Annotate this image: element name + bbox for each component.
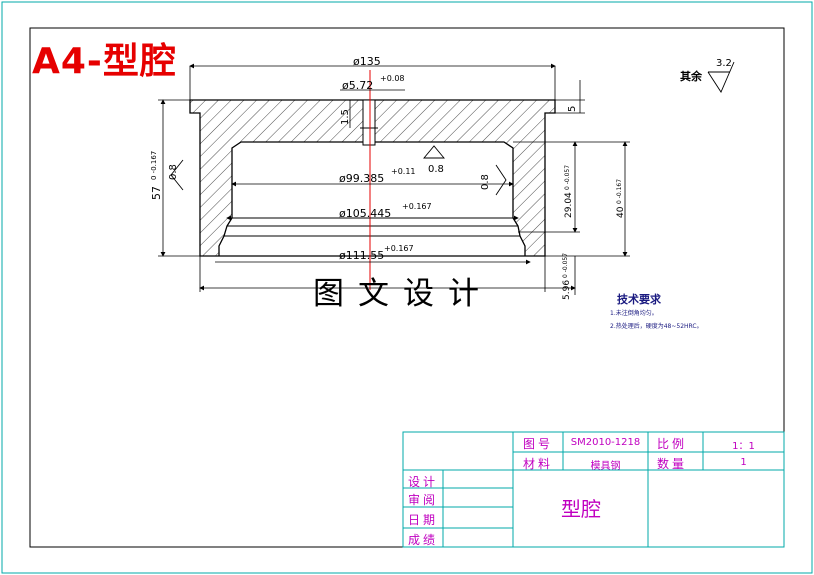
dim-d99-385: ø99.385 <box>339 172 385 185</box>
tb-drawing-no-label: 图号 <box>523 437 554 451</box>
sheet-title: A4-型腔 <box>32 41 177 82</box>
dim-d135: ø135 <box>353 55 381 68</box>
tb-quantity: 1 <box>740 457 747 468</box>
tb-date-label: 日期 <box>408 513 439 527</box>
dim-d105-445: ø105.445 <box>339 207 392 220</box>
dim-d105-445-tol: +0.167 <box>402 202 432 211</box>
tb-review-label: 审阅 <box>408 493 439 507</box>
tb-material-label: 材料 <box>523 457 554 471</box>
tb-part-name: 型腔 <box>561 497 601 521</box>
dim-h29-04-tol: 0 -0.057 <box>564 164 571 190</box>
tb-scale-label: 比例 <box>657 437 688 451</box>
surface-finish-symbols <box>170 61 735 196</box>
rest-roughness-value: 3.2 <box>716 58 732 69</box>
tb-material: 模具钢 <box>590 461 621 472</box>
title-block-grid <box>402 431 785 548</box>
dim-h57-tol: 0 -0.167 <box>150 150 158 180</box>
dim-h5-96-tol: 0 -0.057 <box>562 252 569 278</box>
dim-h5: 5 <box>567 105 578 112</box>
cavity-step-lines <box>224 217 520 237</box>
tech-requirement-item: 1.未注倒角均匀。 <box>610 310 658 317</box>
dim-h5-96: 5.96 <box>562 279 572 300</box>
tb-design-label: 设计 <box>408 475 439 489</box>
dim-d111-55: ø111.55 <box>339 249 385 262</box>
tb-grade-label: 成绩 <box>408 533 439 547</box>
dimension-lines <box>158 63 630 295</box>
dim-h40-tol: 0 -0.167 <box>616 178 623 204</box>
dim-d5-72: ø5.72 <box>342 79 374 92</box>
gate-hole <box>362 99 376 146</box>
dim-h40: 40 <box>616 206 626 218</box>
tb-scale: 1：1 <box>732 441 755 452</box>
dim-d99-385-tol: +0.11 <box>391 167 416 176</box>
roughness-callout-top: 0.8 <box>428 164 444 175</box>
roughness-callout-right: 0.8 <box>480 174 491 190</box>
dim-d111-55-tol: +0.167 <box>384 244 414 253</box>
tb-quantity-label: 数量 <box>657 457 688 471</box>
tb-drawing-no: SM2010-1218 <box>570 437 641 448</box>
rest-roughness-label: 其余 <box>680 70 702 83</box>
tech-requirements-title: 技术要求 <box>617 293 661 306</box>
dim-d5-72-tol: +0.08 <box>380 74 405 83</box>
dim-h29-04: 29.04 <box>564 192 574 218</box>
dim-h57: 57 <box>150 186 163 200</box>
roughness-callout-left: 0.8 <box>168 164 179 180</box>
tech-requirement-item: 2.热处理后，硬度为48~52HRC。 <box>610 323 703 330</box>
watermark-text: 图文设计 <box>313 276 493 312</box>
dim-h1-5: 1.5 <box>340 109 351 125</box>
